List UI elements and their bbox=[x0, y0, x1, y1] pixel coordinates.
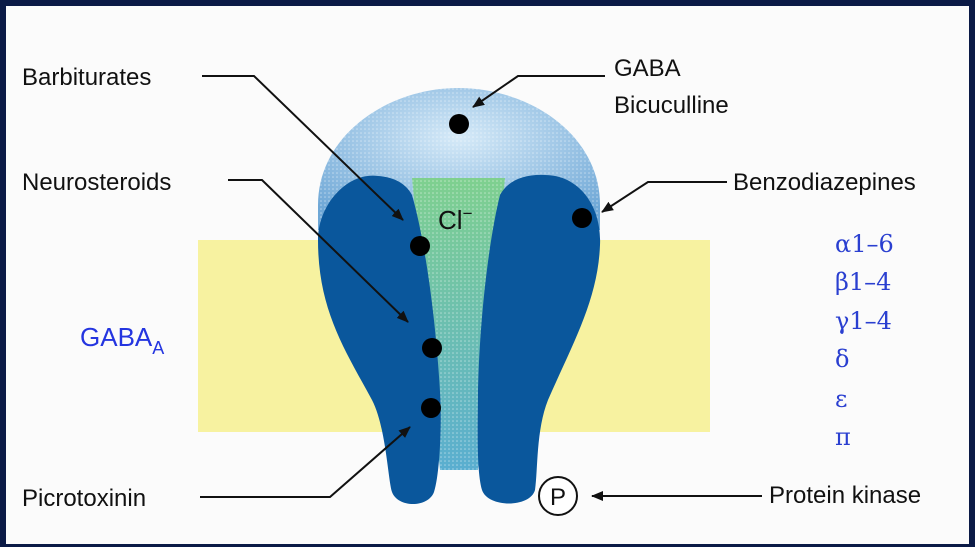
gaba-receptor-diagram: Cl− P Barbiturates Neurosteroids Picroto… bbox=[6, 6, 969, 544]
subunit-alpha: α1–6 bbox=[835, 230, 894, 258]
subunit-delta: δ bbox=[835, 345, 849, 373]
neurosteroid-binding-site bbox=[422, 338, 442, 358]
subunit-beta: β1–4 bbox=[835, 268, 891, 296]
subunit-pi: π bbox=[835, 423, 851, 451]
benzodiazepine-binding-site bbox=[572, 208, 592, 228]
subunit-list: α1–6 β1–4 γ1–4 δ ε π bbox=[835, 230, 894, 451]
label-neurosteroids: Neurosteroids bbox=[22, 169, 171, 196]
receptor-type-label: GABAA bbox=[80, 322, 164, 358]
barbiturate-binding-site bbox=[410, 236, 430, 256]
diagram-frame: Cl− P Barbiturates Neurosteroids Picroto… bbox=[6, 6, 969, 544]
gaba-binding-site bbox=[449, 114, 469, 134]
label-picrotoxinin: Picrotoxinin bbox=[22, 485, 146, 512]
label-benzodiazepines: Benzodiazepines bbox=[733, 169, 916, 196]
arrow-benzodiazepines bbox=[602, 182, 727, 212]
arrow-picrotoxinin bbox=[200, 427, 410, 497]
subunit-epsilon: ε bbox=[835, 385, 847, 413]
label-barbiturates: Barbiturates bbox=[22, 64, 151, 91]
picrotoxinin-binding-site bbox=[421, 398, 441, 418]
label-gaba: GABA bbox=[614, 55, 681, 82]
label-protein-kinase: Protein kinase bbox=[769, 482, 921, 509]
subunit-gamma: γ1–4 bbox=[835, 307, 892, 335]
phosphate-label: P bbox=[550, 484, 566, 511]
label-bicuculline: Bicuculline bbox=[614, 92, 729, 119]
